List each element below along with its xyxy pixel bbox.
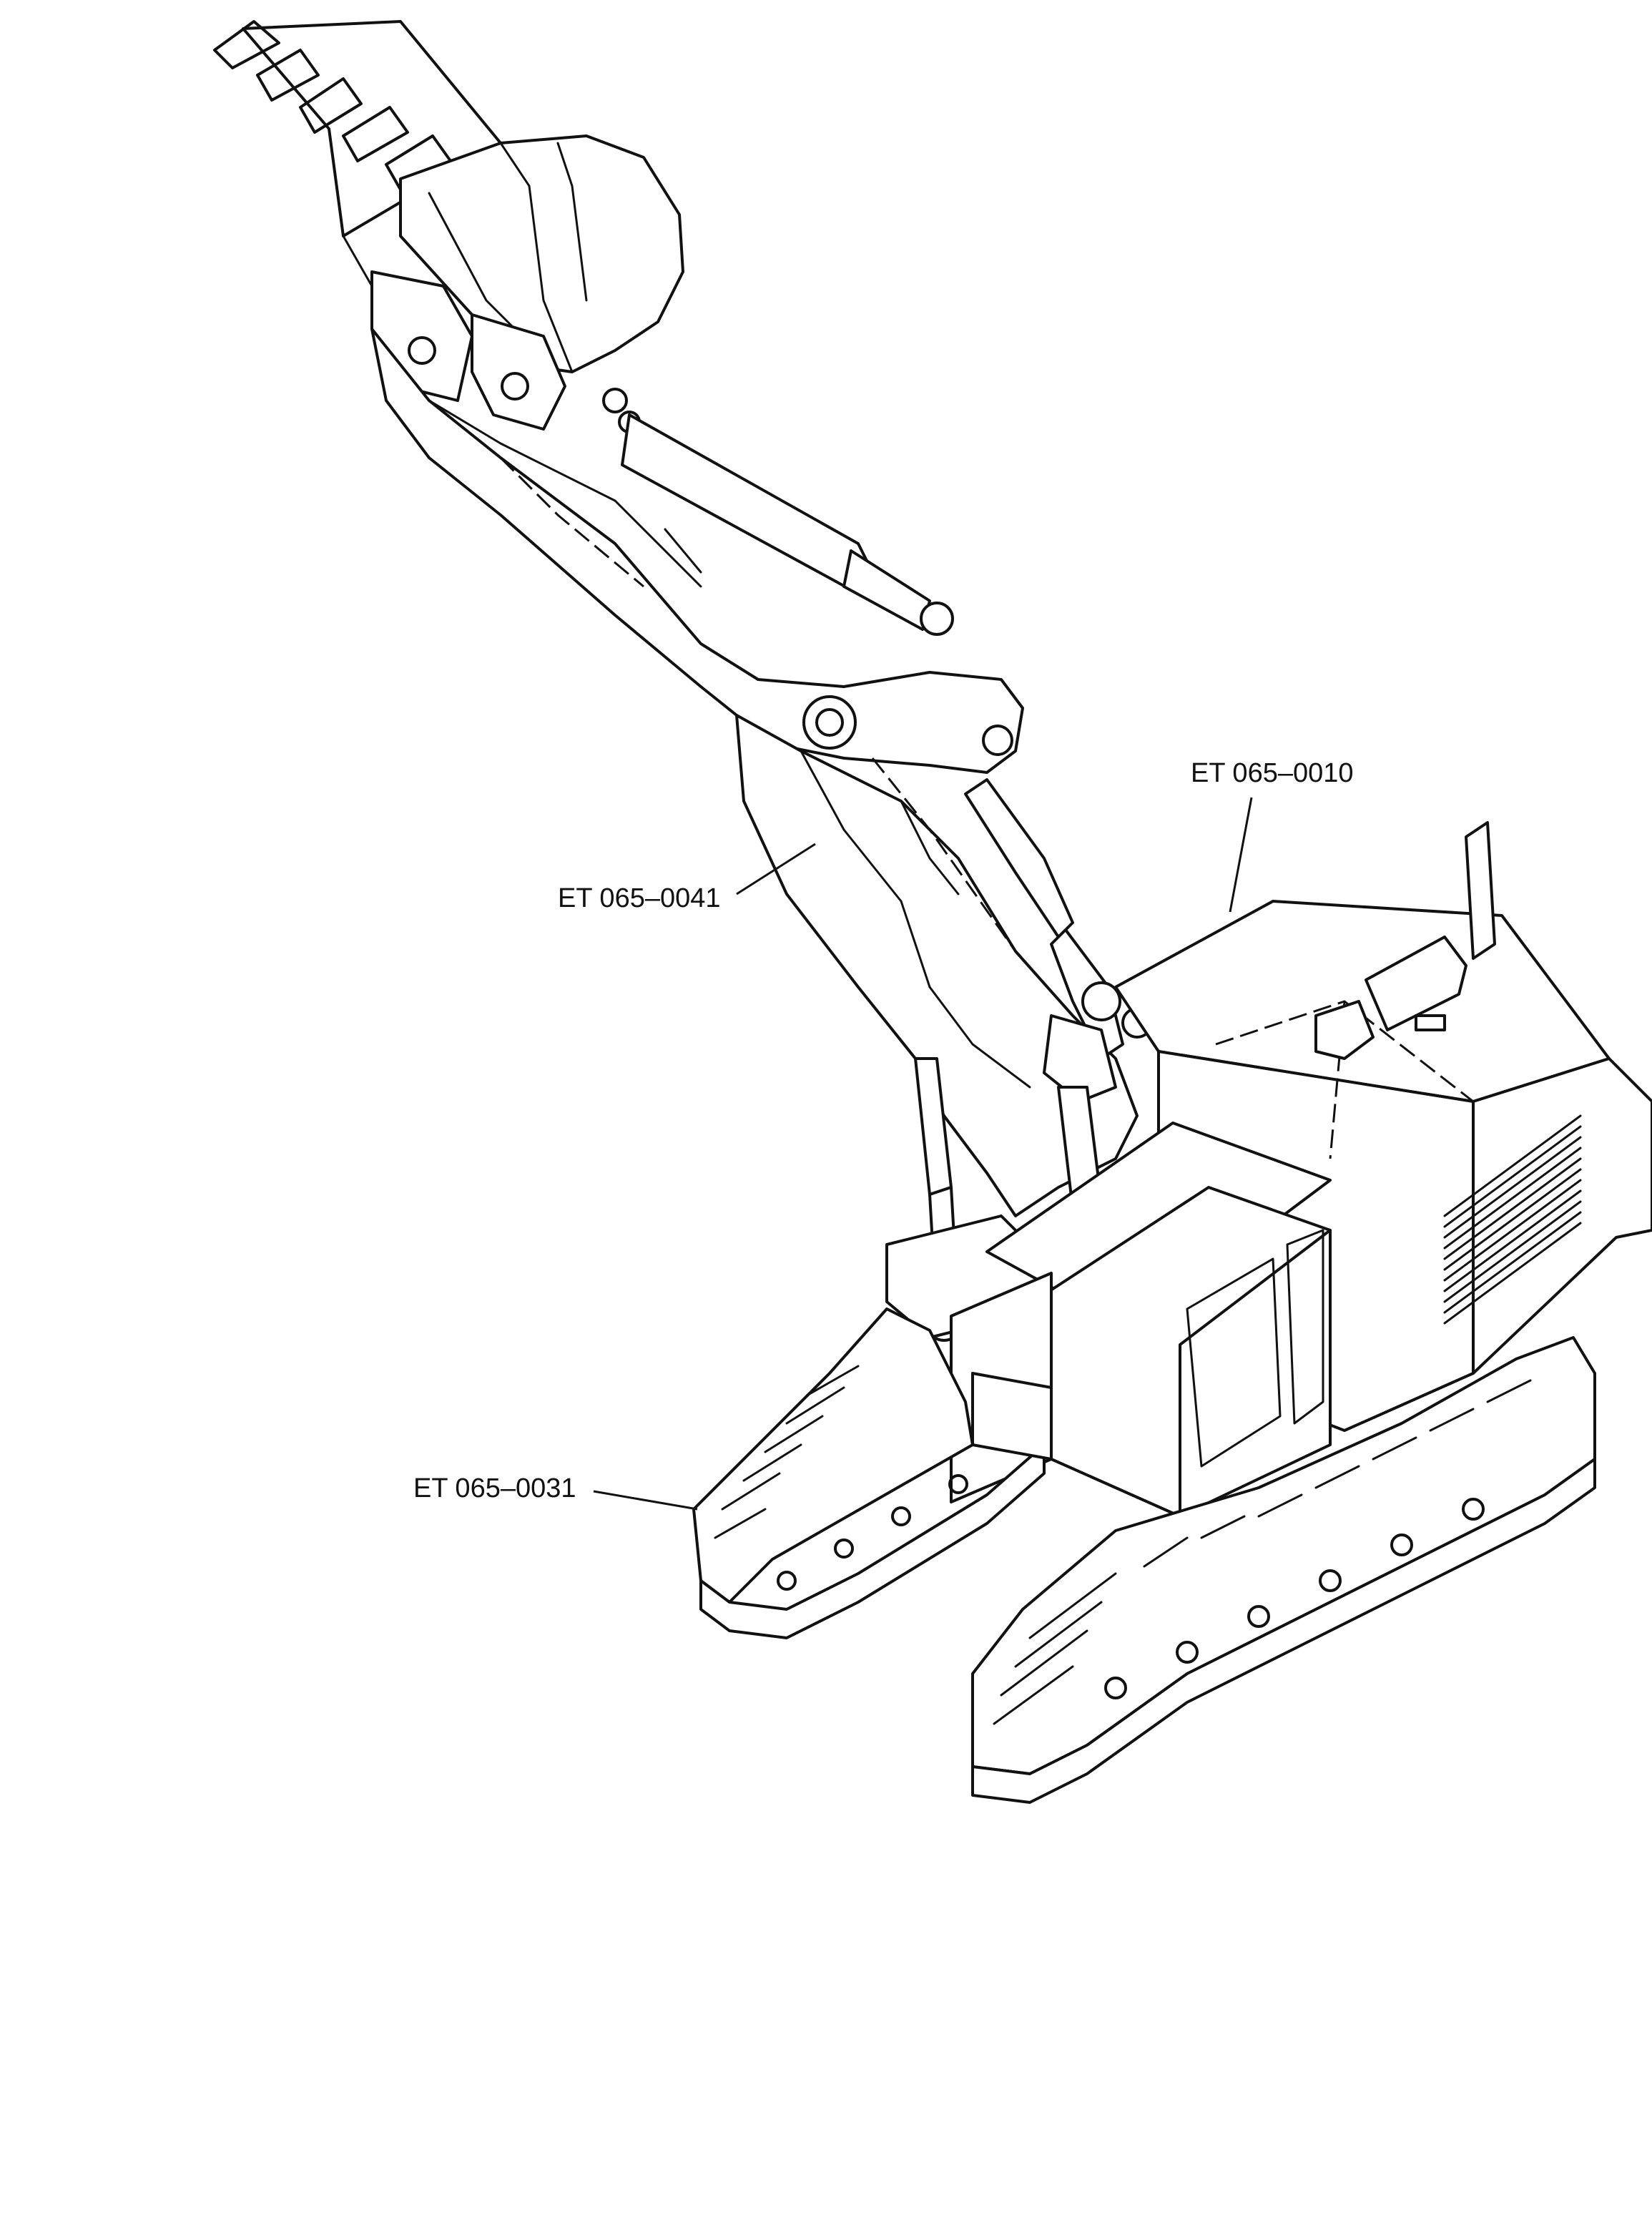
callout-attachment: ET 065–0041: [558, 843, 816, 913]
callout-undercarriage-label: ET 065–0031: [413, 1473, 576, 1503]
bucket: [213, 20, 684, 433]
callout-upper-label: ET 065–0010: [1191, 758, 1354, 788]
callout-undercarriage: ET 065–0031: [413, 1473, 698, 1511]
callout-upper: ET 065–0010: [1191, 758, 1354, 913]
callout-attachment-leader: [736, 843, 816, 895]
callout-attachment-label: ET 065–0041: [558, 883, 721, 913]
boom: [735, 714, 1153, 1342]
stick-arm: [370, 328, 1024, 774]
undercarriage: [692, 1307, 1596, 1804]
callout-undercarriage-leader: [593, 1490, 698, 1511]
upperstructure: [885, 821, 1652, 1518]
callout-upper-leader: [1229, 797, 1253, 913]
